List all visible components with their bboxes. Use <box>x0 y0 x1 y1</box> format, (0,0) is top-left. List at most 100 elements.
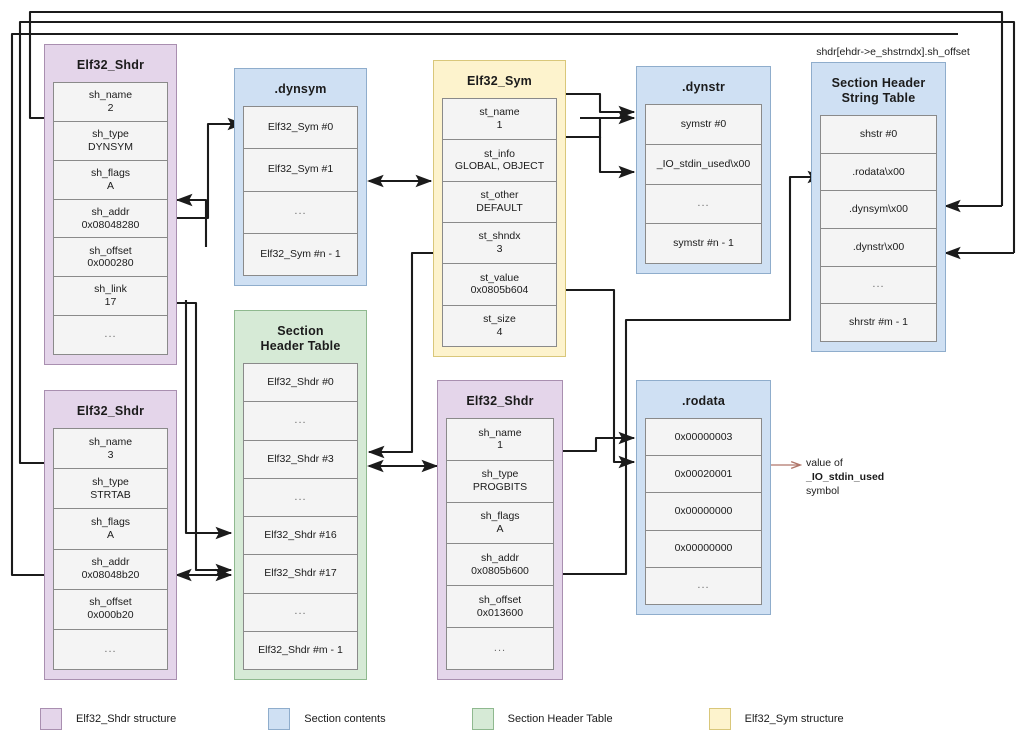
field-sh-type[interactable]: sh_type DYNSYM <box>54 121 167 161</box>
box-title: Section Header Table <box>243 317 358 363</box>
list-item[interactable]: Elf32_Shdr #17 <box>244 555 357 594</box>
entry-list: symstr #0 _IO_stdin_used\x00 ... symstr … <box>645 104 762 264</box>
field-sh-offset[interactable]: sh_offset 0x000b20 <box>54 589 167 630</box>
legend-swatch-blue <box>268 708 291 730</box>
field-value: A <box>106 528 114 541</box>
field-sh-flags[interactable]: sh_flags A <box>54 160 167 200</box>
list-item[interactable]: Elf32_Shdr #0 <box>244 364 357 403</box>
field-sh-link[interactable]: sh_link 17 <box>54 277 167 317</box>
field-value: 1 <box>496 119 503 132</box>
entry-list: Elf32_Shdr #0 ... Elf32_Shdr #3 ... Elf3… <box>243 363 358 670</box>
field-value: 0x08048b20 <box>81 569 140 582</box>
field-sh-name[interactable]: sh_name 2 <box>54 83 167 122</box>
field-key: sh_type <box>481 468 519 481</box>
list-item[interactable]: Elf32_Sym #1 <box>244 149 357 192</box>
entry-label: Elf32_Shdr #17 <box>264 567 337 580</box>
entry-label: shstr #0 <box>859 127 898 140</box>
box-elf32-shdr-dynsym[interactable]: Elf32_Shdr sh_name 2 sh_type DYNSYM sh_f… <box>44 44 177 365</box>
field-sh-addr[interactable]: sh_addr 0x08048b20 <box>54 549 167 590</box>
list-item[interactable]: 0x00000000 <box>646 530 761 568</box>
field-sh-type[interactable]: sh_type PROGBITS <box>447 460 553 503</box>
field-ellipsis: ... <box>54 316 167 355</box>
list-item[interactable]: Elf32_Shdr #m - 1 <box>244 631 357 669</box>
wire-stvalue-to-rodata <box>566 288 636 469</box>
wire-shlink-to-sht17 <box>177 301 233 577</box>
box-section-header-string-table[interactable]: Section Header String Table shstr #0 .ro… <box>811 62 946 352</box>
legend-swatch-yellow <box>708 708 731 730</box>
field-value: 0x000280 <box>87 257 134 270</box>
field-key: st_info <box>484 147 515 160</box>
field-sh-addr[interactable]: sh_addr 0x08048280 <box>54 199 167 239</box>
box-elf32-sym[interactable]: Elf32_Sym st_name 1 st_info GLOBAL, OBJE… <box>433 60 566 357</box>
field-value: A <box>106 179 114 192</box>
box-title: Elf32_Sym <box>466 74 533 88</box>
wire-to-sht16 <box>184 300 233 540</box>
field-key: st_name <box>479 106 520 119</box>
box-rodata-section[interactable]: .rodata 0x00000003 0x00020001 0x00000000… <box>636 380 771 615</box>
entry-label: ... <box>294 490 307 503</box>
field-value: 1 <box>497 439 503 452</box>
legend-item-section-contents: Section contents <box>268 708 386 730</box>
list-item[interactable]: Elf32_Shdr #3 <box>244 440 357 479</box>
entry-label: Elf32_Sym #n - 1 <box>260 247 341 260</box>
list-item[interactable]: Elf32_Shdr #16 <box>244 517 357 556</box>
field-key: st_value <box>479 271 520 284</box>
box-dynsym-section[interactable]: .dynsym Elf32_Sym #0 Elf32_Sym #1 ... El… <box>234 68 367 286</box>
field-st-size[interactable]: st_size 4 <box>443 305 556 346</box>
list-item[interactable]: .rodata\x00 <box>821 153 936 192</box>
field-value: 3 <box>107 448 114 461</box>
field-value: GLOBAL, OBJECT <box>454 160 545 173</box>
field-sh-name[interactable]: sh_name 1 <box>447 419 553 461</box>
list-item[interactable]: shrstr #m - 1 <box>821 304 936 342</box>
field-key: st_size <box>483 313 516 325</box>
legend-item-elf32-shdr: Elf32_Shdr structure <box>40 708 176 730</box>
field-sh-offset[interactable]: sh_offset 0x000280 <box>54 238 167 278</box>
list-item[interactable]: _IO_stdin_used\x00 <box>646 144 761 185</box>
entry-label: ... <box>294 414 307 427</box>
box-section-header-table[interactable]: Section Header Table Elf32_Shdr #0 ... E… <box>234 310 367 680</box>
list-item[interactable]: symstr #n - 1 <box>646 224 761 263</box>
field-st-info[interactable]: st_info GLOBAL, OBJECT <box>443 140 556 182</box>
list-item[interactable]: Elf32_Sym #0 <box>244 107 357 150</box>
field-st-other[interactable]: st_other DEFAULT <box>443 181 556 223</box>
field-key: sh_offset <box>89 596 132 609</box>
field-value: STRTAB <box>90 488 131 501</box>
list-item[interactable]: 0x00000003 <box>646 419 761 457</box>
list-item[interactable]: symstr #0 <box>646 105 761 145</box>
field-st-value[interactable]: st_value 0x0805b604 <box>443 264 556 306</box>
field-key: sh_flags <box>90 166 131 179</box>
entry-label: symstr #n - 1 <box>673 237 734 250</box>
entry-label: shrstr #m - 1 <box>849 316 908 329</box>
list-item-ellipsis: ... <box>244 478 357 517</box>
list-item[interactable]: .dynsym\x00 <box>821 191 936 230</box>
field-sh-offset[interactable]: sh_offset 0x013600 <box>447 586 553 629</box>
box-elf32-shdr-rodata[interactable]: Elf32_Shdr sh_name 1 sh_type PROGBITS sh… <box>437 380 563 680</box>
entry-label: 0x00020001 <box>674 467 733 480</box>
list-item[interactable]: 0x00020001 <box>646 456 761 494</box>
field-sh-flags[interactable]: sh_flags A <box>447 502 553 545</box>
field-sh-type[interactable]: sh_type STRTAB <box>54 469 167 510</box>
box-title-line1: Section <box>277 324 324 338</box>
field-key: st_shndx <box>478 230 521 243</box>
wire-shname-to-rodata0 <box>563 431 636 453</box>
box-elf32-shdr-dynstr[interactable]: Elf32_Shdr sh_name 3 sh_type STRTAB sh_f… <box>44 390 177 680</box>
box-title: .rodata <box>681 394 726 408</box>
field-st-name[interactable]: st_name 1 <box>443 99 556 141</box>
field-key: sh_name <box>88 89 133 102</box>
list-item[interactable]: 0x00000000 <box>646 493 761 531</box>
list-item[interactable]: .dynstr\x00 <box>821 229 936 267</box>
field-key: sh_addr <box>91 205 130 218</box>
list-item-ellipsis: ... <box>244 593 357 632</box>
box-title-line2: String Table <box>841 91 916 105</box>
entry-label: 0x00000000 <box>674 542 733 555</box>
field-sh-name[interactable]: sh_name 3 <box>54 429 167 470</box>
box-dynstr-section[interactable]: .dynstr symstr #0 _IO_stdin_used\x00 ...… <box>636 66 771 274</box>
box-title-line2: Header Table <box>260 339 341 353</box>
legend-swatch-green <box>471 708 494 730</box>
field-sh-flags[interactable]: sh_flags A <box>54 509 167 550</box>
field-sh-addr[interactable]: sh_addr 0x0805b600 <box>447 544 553 587</box>
list-item[interactable]: shstr #0 <box>821 116 936 154</box>
field-st-shndx[interactable]: st_shndx 3 <box>443 222 556 265</box>
list-item[interactable]: Elf32_Sym #n - 1 <box>244 233 357 275</box>
entry-label: 0x00000000 <box>674 505 733 518</box>
